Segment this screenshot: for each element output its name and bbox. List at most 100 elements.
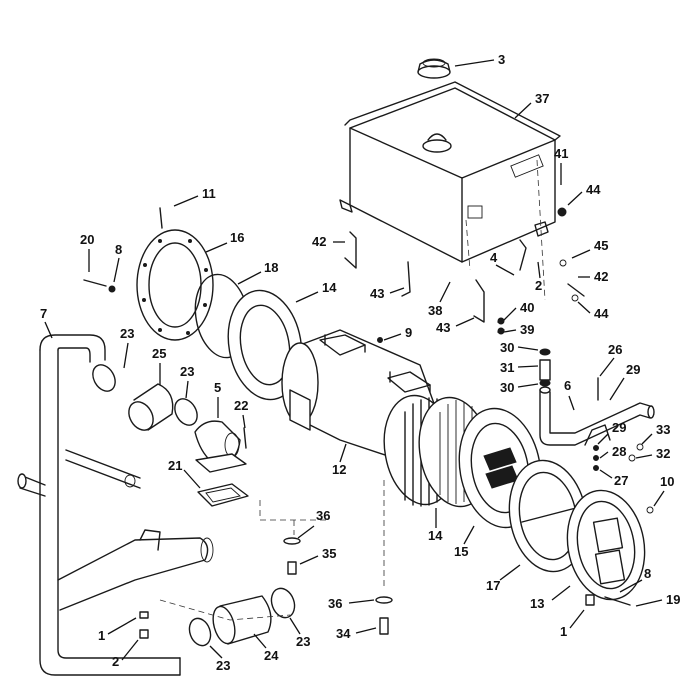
callout-43-left: 43: [370, 286, 384, 301]
leader-7: [44, 321, 53, 339]
callout-1-right: 1: [560, 624, 567, 639]
leader-43-left: [389, 287, 405, 294]
leader-35: [299, 555, 319, 565]
leader-17: [499, 564, 521, 581]
callout-2-left: 2: [112, 654, 119, 669]
alignment-line-4: [159, 599, 291, 621]
leader-16: [205, 242, 228, 253]
callout-38: 38: [428, 303, 442, 318]
callout-30-lower: 30: [500, 380, 514, 395]
callout-18: 18: [264, 260, 278, 275]
leader-37: [514, 102, 532, 119]
leader-21: [183, 469, 201, 489]
callout-40: 40: [520, 300, 534, 315]
leader-45: [571, 249, 591, 259]
callout-4: 4: [490, 250, 498, 265]
callout-15: 15: [454, 544, 468, 559]
callout-31: 31: [500, 360, 514, 375]
leader-31: [517, 365, 539, 368]
expansion-tank: [339, 81, 561, 263]
leader-34: [355, 627, 377, 634]
callout-43-mid: 43: [436, 320, 450, 335]
leader-36-lower: [348, 599, 375, 604]
leader-44-right: [577, 301, 591, 314]
hose-coupling-lower: [188, 587, 296, 647]
leader-23-lr: [289, 617, 301, 635]
leader-36-upper: [297, 525, 315, 539]
hose-coupling-upper: [92, 364, 198, 431]
callout-23-ll: 23: [216, 658, 230, 673]
leader-22: [242, 414, 246, 429]
leader-23-ll: [209, 645, 223, 659]
callouts: 3 37 41 44 11 20 8 16 18 14 42 43: [40, 52, 680, 673]
leader-10: [653, 490, 665, 507]
callout-14-upper: 14: [322, 280, 337, 295]
callout-28: 28: [612, 444, 626, 459]
leader-6: [568, 395, 575, 411]
alignment-line-5: [465, 219, 471, 271]
leader-40: [503, 307, 517, 321]
callout-23-ur: 23: [180, 364, 194, 379]
leader-1-right: [569, 609, 585, 629]
leader-12: [339, 443, 347, 463]
leader-8-lower: [619, 579, 643, 593]
leader-38: [439, 281, 451, 303]
alignment-line-6: [536, 159, 546, 301]
callout-27: 27: [614, 473, 628, 488]
callout-45: 45: [594, 238, 608, 253]
leader-9: [383, 333, 402, 341]
callout-22: 22: [234, 398, 248, 413]
coolant-pipe-short: [539, 386, 655, 446]
callout-7: 7: [40, 306, 47, 321]
leader-27: [599, 469, 613, 479]
leader-19: [635, 599, 663, 607]
leader-29-upper: [609, 377, 625, 401]
callout-19: 19: [666, 592, 680, 607]
leader-28: [599, 451, 609, 459]
callout-25: 25: [152, 346, 166, 361]
leader-3: [454, 59, 495, 67]
callout-12: 12: [332, 462, 346, 477]
leader-32: [635, 454, 653, 459]
filler-cap: [417, 58, 451, 79]
pipe-elbow: [194, 420, 247, 473]
callout-9: 9: [405, 325, 412, 340]
callout-36-upper: 36: [316, 508, 330, 523]
callout-24: 24: [264, 648, 279, 663]
alignment-line-1: [259, 500, 330, 521]
callout-34: 34: [336, 626, 351, 641]
callout-3: 3: [498, 52, 505, 67]
callout-41: 41: [554, 146, 568, 161]
callout-11: 11: [202, 186, 216, 201]
leader-4: [495, 264, 515, 276]
leader-11: [173, 195, 199, 207]
leader-18: [237, 271, 262, 285]
callout-42-right: 42: [594, 269, 608, 284]
leader-43-mid: [455, 317, 475, 327]
callout-44: 44: [586, 182, 601, 197]
end-cover: [566, 489, 646, 601]
callout-44-right: 44: [594, 306, 609, 321]
callout-29-lower: 29: [612, 420, 626, 435]
leader-15: [463, 525, 475, 545]
leader-30-upper: [517, 346, 539, 351]
callout-37: 37: [535, 91, 549, 106]
callout-8-lower: 8: [644, 566, 651, 581]
leader-26: [599, 357, 615, 377]
callout-32: 32: [656, 446, 670, 461]
leader-29-lower: [597, 433, 609, 445]
leader-23-ur: [185, 380, 189, 399]
callout-1-left: 1: [98, 628, 105, 643]
leader-39: [503, 329, 517, 333]
callout-26: 26: [608, 342, 622, 357]
callout-33: 33: [656, 422, 670, 437]
callout-8-upper: 8: [115, 242, 122, 257]
hardware: [83, 207, 654, 639]
callout-23-lr: 23: [296, 634, 310, 649]
callout-17: 17: [486, 578, 500, 593]
leader-2-left: [121, 639, 139, 661]
callout-10: 10: [660, 474, 674, 489]
leader-2-upper: [537, 261, 541, 279]
callout-36-lower: 36: [328, 596, 342, 611]
